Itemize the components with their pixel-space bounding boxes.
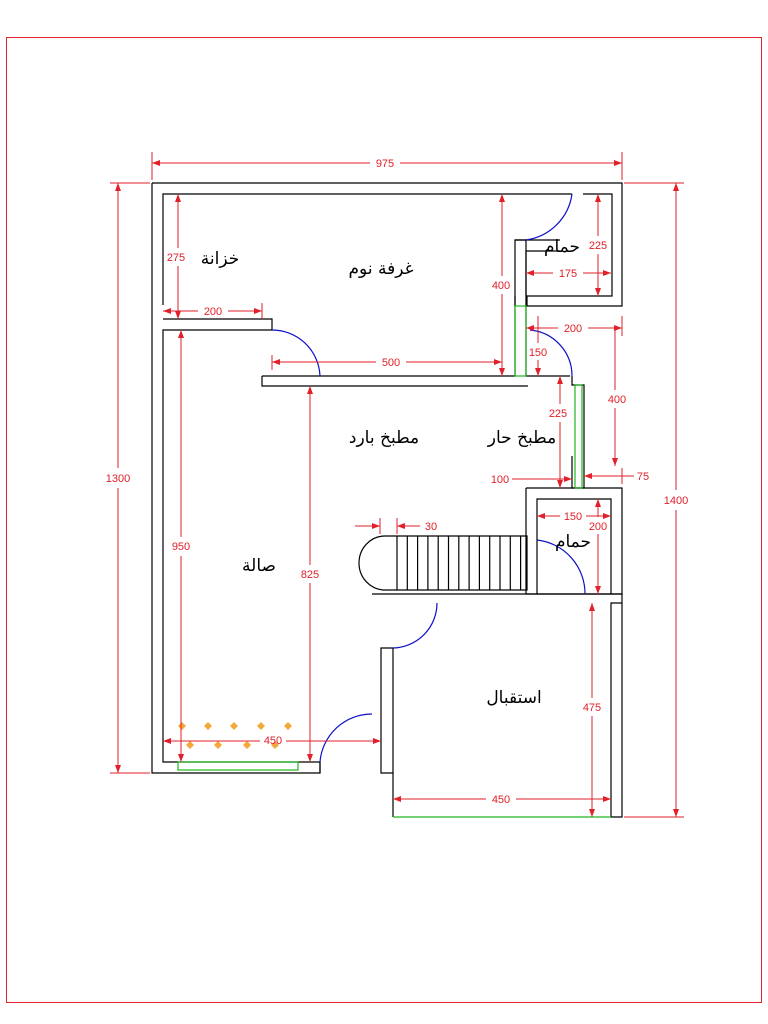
dim-bedroom-height: 400	[492, 280, 510, 292]
dim-closet-height: 275	[167, 252, 185, 264]
kitchen-window	[574, 384, 583, 489]
dim-hot-kitchen-height: 400	[608, 394, 626, 406]
dim-overall-width: 975	[376, 158, 394, 170]
decor-dot	[178, 722, 186, 730]
dim-wall-offset: 75	[637, 471, 649, 483]
decor-dot	[271, 741, 279, 749]
drawing-border	[6, 37, 762, 1003]
corridor-window	[514, 305, 527, 377]
dim-bath-mid-width: 150	[564, 511, 582, 523]
reception-door	[392, 602, 438, 649]
dim-hall-width: 450	[264, 735, 282, 747]
dim-overall-height-right: 1400	[664, 495, 688, 507]
room-label-bedroom: غرفة نوم	[349, 259, 414, 279]
room-label-cold-kitchen: مطبخ بارد	[349, 428, 419, 448]
windows	[177, 305, 611, 818]
bath-mid-door	[536, 539, 586, 595]
room-label-reception: استقبال	[486, 688, 541, 708]
decor-dot	[230, 722, 238, 730]
dim-stair-step: 30	[425, 521, 437, 533]
dim-closet-width: 200	[204, 306, 222, 318]
decor-dot	[186, 741, 194, 749]
walls	[151, 182, 623, 818]
room-label-hall: صالة	[242, 556, 276, 576]
dim-bath-top-width: 175	[559, 268, 577, 280]
dim-passage: 150	[529, 347, 547, 359]
decor-dot	[214, 741, 222, 749]
room-label-bath-top: حمام	[544, 237, 580, 257]
dimension-labels: 975 1300 1400 275 200 400 500 225 175 20…	[106, 158, 688, 806]
decor-dot	[257, 722, 265, 730]
decor-dot	[284, 722, 292, 730]
dim-reception-height: 475	[583, 702, 601, 714]
room-labels: غرفة نوم خزانة حمام مطبخ بارد مطبخ حار ح…	[201, 237, 591, 708]
stairs	[358, 535, 528, 591]
dim-reception-width: 450	[492, 794, 510, 806]
dim-bath-mid-height: 200	[589, 521, 607, 533]
decor-dot	[243, 741, 251, 749]
dim-bath-top-height: 225	[589, 240, 607, 252]
dim-cold-kitchen-height: 825	[301, 569, 319, 581]
dim-hot-kitchen-small: 100	[491, 474, 509, 486]
dim-hall-height: 950	[172, 541, 190, 553]
room-label-bath-mid: حمام	[555, 532, 591, 552]
doors	[271, 193, 586, 763]
dimension-lines	[110, 152, 684, 818]
dim-corridor-width: 500	[382, 357, 400, 369]
hall-window	[177, 761, 299, 771]
bath-top-door	[525, 193, 573, 241]
entrance-door	[319, 713, 373, 763]
bedroom-door	[271, 329, 321, 377]
decor-dot	[204, 722, 212, 730]
dim-kitchen-inner: 225	[549, 408, 567, 420]
room-label-closet: خزانة	[201, 249, 239, 269]
room-label-hot-kitchen: مطبخ حار	[487, 428, 556, 448]
dim-overall-height-left: 1300	[106, 473, 130, 485]
decor-dots	[178, 722, 292, 749]
dim-hot-kitchen-width: 200	[564, 323, 582, 335]
